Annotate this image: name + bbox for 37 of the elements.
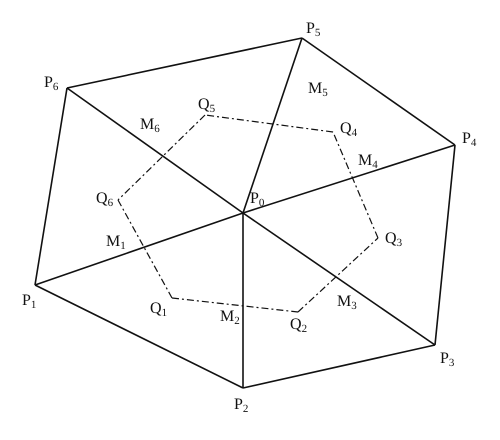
line-segment [34,212,244,286]
point-label: P$_{6}$ [44,74,58,92]
dash-dot-line [332,132,379,238]
point-label: M$_{2}$ [220,308,240,326]
line-segment [302,37,456,146]
line-segment [242,212,436,346]
line-segment [34,88,68,286]
point-label: M$_{1}$ [106,233,126,251]
dash-dot-line [204,114,334,133]
line-segment [242,213,244,388]
line-segment [242,344,436,389]
dash-dot-line [117,200,173,298]
point-label: P$_{2}$ [234,396,248,414]
dash-dot-line [298,238,378,312]
point-label: Q$_{6}$ [96,190,114,208]
point-label: M$_{5}$ [308,80,328,98]
line-segment [34,284,244,389]
point-label: Q$_{3}$ [385,230,402,248]
point-label: M$_{3}$ [337,293,357,311]
line-segment [66,37,302,89]
point-label: Q$_{1}$ [150,300,168,318]
dash-dot-line [118,114,206,200]
dash-dot-line [172,297,298,313]
line-segment [242,38,303,214]
point-label: Q$_{5}$ [198,96,216,114]
point-label: Q$_{2}$ [290,316,308,334]
point-label: P$_{5}$ [306,20,320,38]
point-label: Q$_{4}$ [340,120,358,138]
line-segment [434,144,456,346]
point-label: P$_{1}$ [22,292,36,310]
line-segment [66,87,244,214]
point-label: P$_{4}$ [462,130,476,148]
point-label: P$_{0}$ [250,190,264,208]
point-label: M$_{4}$ [358,152,378,170]
point-label: M$_{6}$ [140,116,160,134]
point-label: P$_{3}$ [440,350,454,368]
line-segment [242,144,456,214]
